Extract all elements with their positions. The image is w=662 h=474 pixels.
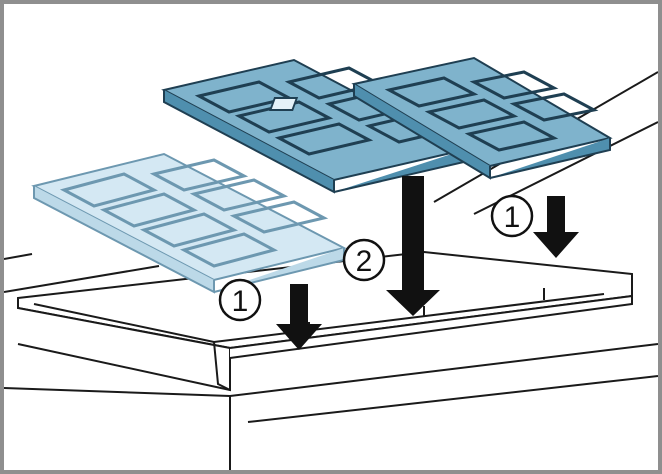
callout-label: 1 (232, 285, 249, 318)
callout-step-1-left: 1 (218, 278, 262, 322)
callout-label: 2 (356, 245, 373, 278)
cabinet (4, 343, 658, 470)
callout-label: 1 (504, 201, 521, 234)
callout-step-1-right: 1 (490, 194, 534, 238)
hob-body (17, 250, 633, 392)
right-pan-support-grate (351, 56, 613, 180)
down-arrow-icon (276, 176, 579, 350)
left-pan-support-grate (31, 152, 347, 294)
callout-step-2-center: 2 (342, 238, 386, 282)
hob-pan-support-illustration: 1 2 1 (4, 56, 658, 470)
